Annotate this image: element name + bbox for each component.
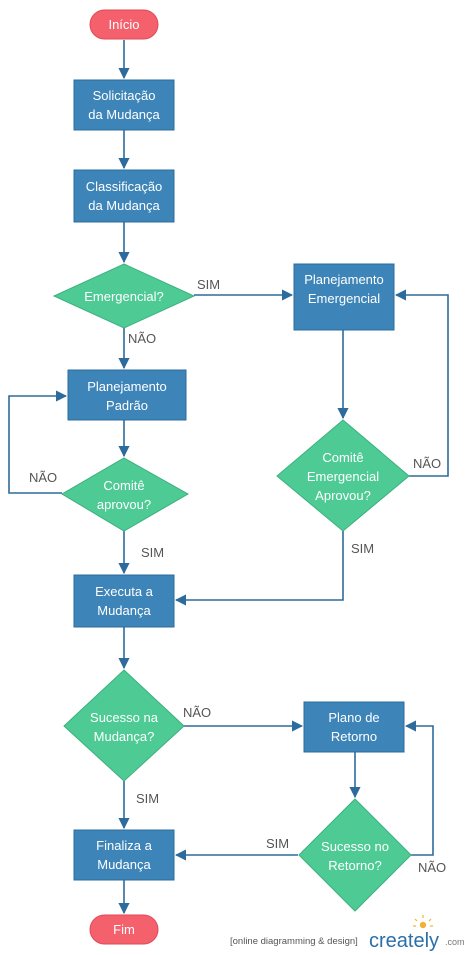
edge-label-retorno-yes: SIM: [266, 836, 289, 851]
edge-label-emergencial-no: NÃO: [128, 331, 156, 346]
comite-decision: Comitê aprovou?: [61, 457, 190, 532]
plan-emergencial-process: Planejamento Emergencial: [293, 263, 395, 331]
edge-label-comite-no: NÃO: [29, 470, 57, 485]
edge-label-comite-emerg-no: NÃO: [413, 456, 441, 471]
sucesso-decision: Sucesso na Mudança?: [63, 669, 185, 782]
edge-label-retorno-no: NÃO: [418, 860, 446, 875]
plano-retorno-line-2: Retorno: [331, 729, 377, 744]
watermark-brand: creately: [369, 930, 439, 952]
comite-emerg-line-2: Emergencial: [307, 469, 379, 484]
plan-emergencial-line-2: Emergencial: [308, 291, 380, 306]
executa-line-2: Mudança: [97, 603, 151, 618]
finaliza-line-2: Mudança: [97, 857, 151, 872]
edge-label-comite-emerg-yes: SIM: [351, 541, 374, 556]
emergencial-decision: Emergencial?: [52, 263, 196, 329]
plano-retorno-line-1: Plano de: [328, 710, 379, 725]
watermark-tld: .com: [445, 937, 465, 947]
edge-retorno-no-loop: [404, 720, 434, 856]
sucesso-line-2: Mudança?: [94, 729, 155, 744]
comite-line-1: Comitê: [103, 478, 144, 493]
edge-label-sucesso-yes: SIM: [136, 791, 159, 806]
edge-label-sucesso-no: NÃO: [183, 705, 211, 720]
solicitacao-line-1: Solicitação: [93, 88, 156, 103]
plan-padrao-process: Planejamento Padrão: [67, 369, 187, 421]
finaliza-process: Finaliza a Mudança: [73, 829, 175, 881]
edge-label-comite-yes: SIM: [141, 545, 164, 560]
sucesso-retorno-decision: Sucesso no Retorno?: [298, 798, 412, 912]
end-terminal: Fim: [89, 914, 159, 945]
plan-emergencial-line-1: Planejamento: [304, 272, 384, 287]
edge-label-emergencial-yes: SIM: [197, 277, 220, 292]
sucesso-line-1: Sucesso na: [90, 710, 159, 725]
classificacao-line-1: Classificação: [86, 179, 163, 194]
sucesso-retorno-line-2: Retorno?: [328, 858, 381, 873]
plan-padrao-line-2: Padrão: [106, 398, 148, 413]
edge-labels: SIM NÃO NÃO SIM NÃO SIM NÃO SIM SIM NÃO: [29, 277, 446, 875]
executa-process: Executa a Mudança: [73, 574, 175, 628]
creately-watermark: [online diagramming & design] creately .…: [230, 915, 465, 952]
edges: [8, 40, 449, 915]
edge-comite-emerg-to-executa: [174, 531, 344, 606]
emergencial-label: Emergencial?: [84, 289, 164, 304]
watermark-tagline: [online diagramming & design]: [230, 936, 358, 947]
comite-line-2: aprovou?: [97, 497, 151, 512]
executa-line-1: Executa a: [95, 584, 154, 599]
finaliza-line-1: Finaliza a: [96, 838, 152, 853]
sucesso-retorno-line-1: Sucesso no: [321, 839, 389, 854]
comite-emerg-decision: Comitê Emergencial Aprovou?: [276, 419, 410, 532]
edge-comite-no-loop: [8, 390, 68, 494]
start-terminal: Início: [89, 9, 159, 40]
solicitacao-process: Solicitação da Mudança: [73, 79, 175, 131]
plano-retorno-process: Plano de Retorno: [303, 701, 405, 753]
plan-padrao-line-1: Planejamento: [87, 379, 167, 394]
comite-emerg-line-3: Aprovou?: [315, 488, 371, 503]
start-label: Início: [108, 17, 139, 32]
edge-comite-emerg-no-loop: [394, 289, 449, 477]
end-label: Fim: [113, 922, 135, 937]
classificacao-process: Classificação da Mudança: [73, 169, 175, 223]
comite-emerg-line-1: Comitê: [322, 450, 363, 465]
solicitacao-line-2: da Mudança: [88, 107, 160, 122]
bulb-icon: [413, 915, 433, 929]
classificacao-line-2: da Mudança: [88, 198, 160, 213]
